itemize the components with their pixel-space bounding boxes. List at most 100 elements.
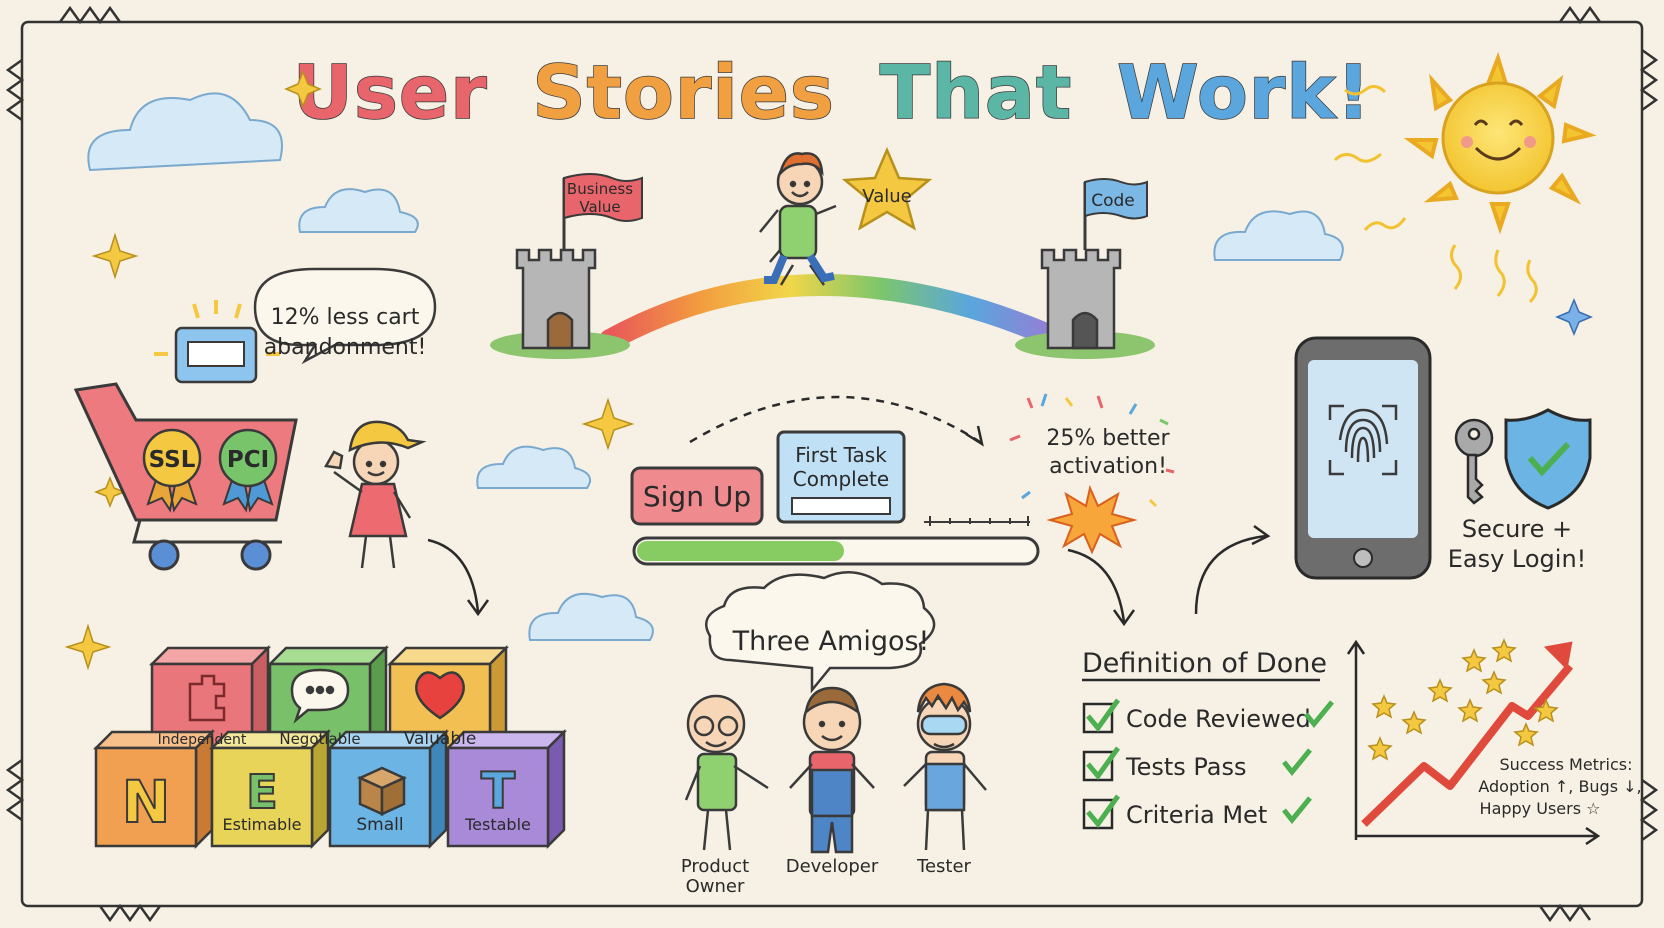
dod-title: Definition of Done (1082, 648, 1327, 679)
arrow-icon (1112, 609, 1136, 627)
role-label: Product (681, 856, 749, 877)
speech-bubble (253, 267, 437, 365)
card-icon (154, 300, 280, 384)
title-word-stories: Stories (532, 50, 835, 136)
star-icon (1491, 638, 1517, 663)
cloud-icon (87, 92, 283, 172)
product-owner-figure (684, 694, 769, 851)
confetti (1009, 393, 1175, 508)
title-word-that: That (880, 50, 1072, 136)
phone-icon (1294, 336, 1432, 580)
sparkle-icon (93, 475, 127, 509)
arrow-icon (1251, 524, 1271, 546)
box-icon (356, 766, 408, 816)
business-value-flag (563, 173, 643, 222)
cart-scene: SSL PCI 12% less cart abandonment! (73, 267, 437, 571)
progress-fill (637, 541, 844, 561)
ruler-ticks (924, 516, 1030, 526)
trend-arrow-icon (1543, 641, 1573, 671)
login-caption-line2: Easy Login! (1448, 545, 1587, 573)
activation-line2: activation! (1049, 454, 1167, 479)
arrow-icon (427, 538, 480, 613)
block-letter: N (122, 768, 171, 836)
dod-item: Criteria Met (1082, 794, 1312, 830)
role-label: Owner (686, 876, 745, 897)
pci-badge-label: PCI (227, 447, 269, 473)
cart-wheel (148, 539, 180, 571)
amigos-scene: Three Amigos! (681, 571, 987, 897)
metrics-line1: Success Metrics: (1500, 755, 1633, 774)
star-icon (1401, 710, 1427, 735)
ssl-badge: SSL (142, 428, 202, 513)
arrow-icon (466, 599, 490, 617)
star-icon (1533, 698, 1559, 723)
block-label: Testable (464, 815, 531, 834)
check-icon (1086, 794, 1121, 829)
block-label: Independent (158, 732, 247, 748)
star-icon (1367, 736, 1393, 761)
sparkle-icon (581, 397, 635, 451)
ssl-badge-label: SSL (149, 447, 196, 473)
block-e (208, 728, 332, 850)
x-axis (1356, 826, 1601, 846)
pci-badge: PCI (218, 428, 278, 513)
developer-figure (789, 686, 875, 854)
star-icon (1513, 722, 1539, 747)
cart-speech-line2: abandonment! (264, 335, 427, 360)
login-caption-line1: Secure + (1462, 515, 1572, 543)
page-title: User Stories That Work! (293, 50, 1371, 136)
dod-item: Tests Pass (1082, 746, 1312, 782)
checkbox-icon (1082, 702, 1114, 734)
definition-of-done: Definition of Done Code Reviewed Tests P… (1082, 648, 1334, 830)
block-letter: E (246, 765, 277, 819)
y-axis (1346, 639, 1366, 840)
block-t (444, 728, 568, 850)
star-icon (1457, 698, 1483, 723)
arrow-icon (1067, 548, 1126, 623)
metric-stars (1367, 638, 1559, 761)
key-icon (1454, 418, 1494, 505)
sparkle-icon (284, 70, 322, 108)
dod-item: Code Reviewed (1082, 698, 1334, 734)
flag-label-line1: Business (567, 180, 633, 198)
check-icon (1086, 698, 1121, 733)
shield-icon (1504, 408, 1592, 510)
right-castle-icon (1040, 248, 1122, 350)
first-task-line1: First Task (795, 443, 887, 467)
title-word-user: User (293, 50, 488, 136)
block-n (92, 728, 216, 850)
check-icon (1527, 441, 1571, 477)
star-icon (1481, 670, 1507, 695)
sketch-border (5, 5, 1659, 923)
sparkle-icon (64, 623, 112, 671)
arrow-icon (965, 425, 984, 447)
checkbox-icon (1082, 750, 1114, 782)
check-icon (1282, 796, 1312, 824)
block-letter: T (481, 762, 515, 820)
star-icon (1461, 648, 1487, 673)
arrow-icon (689, 395, 981, 444)
role-label: Developer (786, 856, 879, 877)
cloud-icon (1213, 210, 1344, 261)
sparkle-icon (1555, 298, 1593, 336)
dod-item-label: Tests Pass (1125, 753, 1247, 781)
star-icon (1371, 694, 1397, 719)
sign-up-label: Sign Up (643, 480, 751, 513)
block-label: Negotiable (279, 730, 360, 748)
rainbow-bridge (599, 274, 1071, 351)
shopper-figure (324, 420, 427, 569)
code-flag (1084, 178, 1148, 220)
amigos-speech: Three Amigos! (732, 626, 930, 657)
dod-item-label: Criteria Met (1126, 801, 1267, 829)
block-label: Estimable (223, 815, 302, 834)
cloud-icon (476, 445, 591, 489)
checkbox-icon (1082, 798, 1114, 830)
tester-figure (903, 682, 987, 851)
metrics-line2: Adoption ↑, Bugs ↓, (1478, 777, 1641, 796)
flag-label-line2: Value (579, 198, 620, 216)
code-flag-label: Code (1091, 191, 1135, 211)
onboarding-scene: Sign Up First Task Complete 25% better a… (630, 393, 1175, 566)
role-label: Tester (916, 856, 972, 877)
invest-blocks (92, 644, 568, 850)
